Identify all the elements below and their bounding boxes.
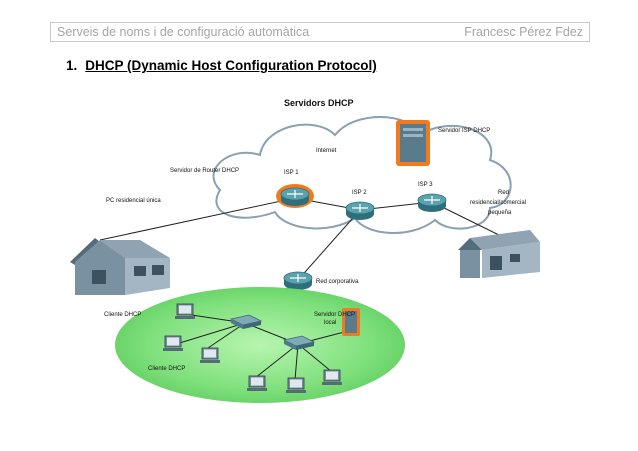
lan-pc-2 [163,336,183,351]
page-header: Serveis de noms i de configuració automà… [50,22,590,42]
label-router-server: Servidor de Router DHCP [170,168,239,174]
residential-house-left [70,238,170,295]
label-local-server-2: local [324,320,336,326]
isp1-router [276,184,314,208]
dhcp-network-diagram: Servidors DHCP Internet Servidor ISP DHC… [70,90,570,420]
lan-pc-4 [247,376,267,391]
label-isp3: ISP 3 [418,182,433,188]
diagram-title: Servidors DHCP [284,98,354,108]
label-net-home-3: pequeña [488,210,512,216]
label-isp1: ISP 1 [284,170,299,176]
lan-pc-1 [175,304,195,319]
header-left-text: Serveis de noms i de configuració automà… [57,25,309,39]
label-isp-server: Servidor ISP DHCP [438,128,490,134]
lan-pc-3 [200,348,220,363]
section-heading: 1. DHCP (Dynamic Host Configuration Proto… [66,58,377,73]
heading-text: DHCP (Dynamic Host Configuration Protoco… [85,58,377,73]
label-corp-net: Red corporativa [316,279,359,285]
lan-pc-6 [322,370,342,385]
label-local-server-1: Servidor DHCP [314,312,355,318]
label-internet: Internet [316,148,337,154]
corporate-router [284,272,312,290]
label-pc-home: PC residencial única [106,198,161,204]
isp-dhcp-server [396,120,430,166]
label-client-lan: Cliente DHCP [148,366,185,372]
isp3-router [418,194,446,212]
residential-house-right [458,230,540,278]
label-net-home-1: Red [498,190,509,196]
isp2-router [346,202,374,220]
lan-pc-5 [286,378,306,393]
label-net-home-2: residencial/comercial [470,200,526,206]
header-right-text: Francesc Pérez Fdez [464,25,583,39]
label-client-top: Cliente DHCP [104,312,141,318]
label-isp2: ISP 2 [352,190,367,196]
heading-number: 1. [66,58,77,73]
